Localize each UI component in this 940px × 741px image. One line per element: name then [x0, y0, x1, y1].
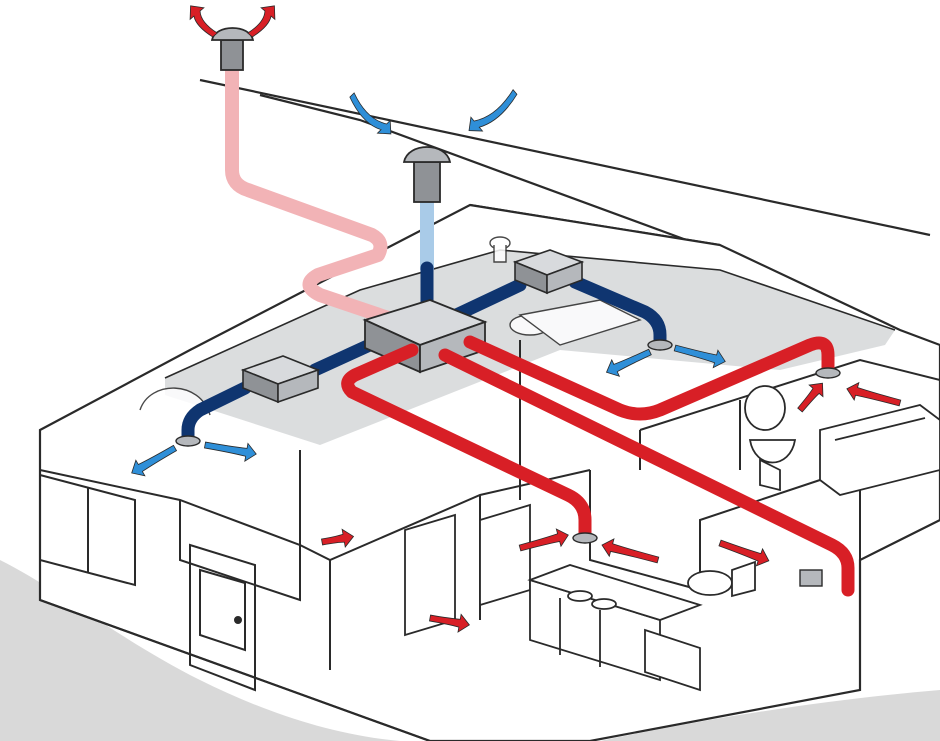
- supply-out-arrow-left-1: [131, 444, 178, 477]
- flow-arrows: [131, 5, 902, 633]
- supply-diffuser-right: [647, 339, 673, 351]
- distribution-box-right: [512, 249, 585, 295]
- distribution-box-left: [240, 355, 321, 404]
- exhaust-in-arrow-kitchen-left: [518, 528, 569, 552]
- window-left-front: [39, 473, 136, 587]
- exhaust-grille-wc: [799, 569, 823, 587]
- supply-out-arrow-left-2: [204, 441, 257, 462]
- kitchen-counter: [479, 503, 703, 692]
- exhaust-riser-duct: [225, 58, 407, 329]
- transfer-arrow-kitchen-door: [429, 613, 470, 633]
- exhaust-in-arrow-kitchen-right: [601, 538, 660, 564]
- exhaust-in-arrow-bath-left: [797, 382, 824, 413]
- intake-vent-cap: [402, 146, 452, 203]
- intake-riser-duct: [420, 200, 434, 270]
- supply-diffuser-left: [175, 435, 201, 447]
- intake-in-arrow-right: [468, 89, 518, 132]
- bathroom-toilet-right: [744, 385, 797, 492]
- supply-out-arrow-right-1: [605, 348, 652, 377]
- transfer-arrow-hall: [321, 528, 355, 548]
- exhaust-out-arrow-left: [189, 5, 218, 38]
- intake-in-arrow-left: [349, 92, 392, 135]
- front-door: [189, 543, 256, 692]
- bathtub-right: [819, 404, 940, 496]
- exhaust-in-arrow-wc: [718, 539, 770, 567]
- exhaust-grille-kitchen: [572, 532, 598, 544]
- exhaust-ducts: [341, 335, 855, 597]
- supply-out-arrow-right-2: [673, 344, 726, 369]
- exhaust-in-arrow-bath-right: [846, 381, 902, 407]
- ground-shadow-right: [600, 690, 940, 741]
- ground-shadow: [0, 560, 400, 741]
- exhaust-grille-bath: [815, 367, 841, 379]
- bathroom-toilet-lower: [687, 560, 756, 598]
- exhaust-vent-cap: [210, 27, 255, 71]
- exhaust-out-arrow-right: [247, 5, 276, 38]
